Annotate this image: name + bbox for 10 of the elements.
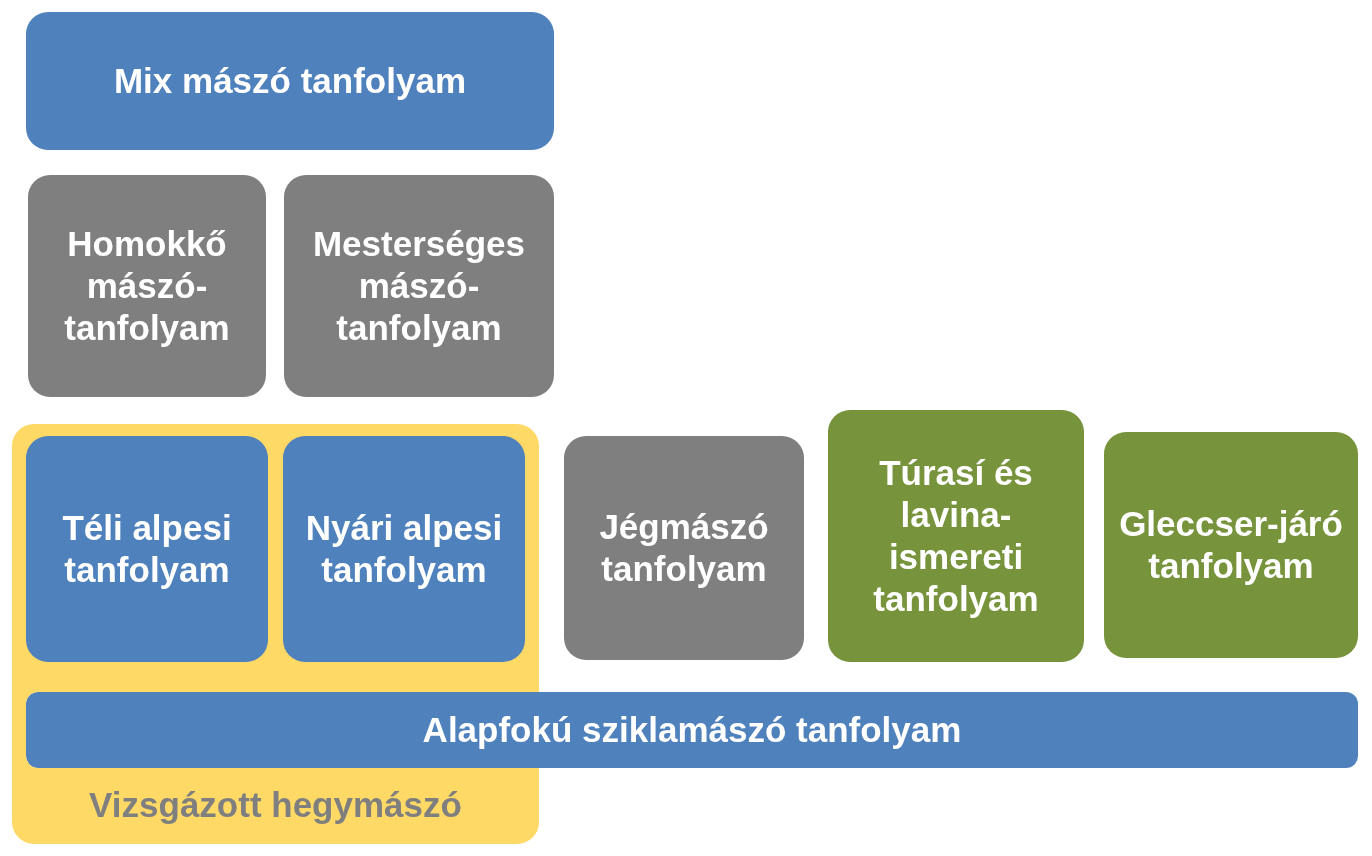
base-bar: Alapfokú sziklamászó tanfolyam (26, 692, 1358, 768)
course-box: Jégmászó tanfolyam (564, 436, 804, 660)
course-box: Homokkő mászó-tanfolyam (28, 175, 266, 397)
course-box: Mix mászó tanfolyam (26, 12, 554, 150)
course-box: Nyári alpesi tanfolyam (283, 436, 525, 662)
group-label: Vizsgázott hegymászó (88, 784, 463, 826)
course-box: Téli alpesi tanfolyam (26, 436, 268, 662)
course-box: Gleccser-járó tanfolyam (1104, 432, 1358, 658)
course-box: Mesterséges mászó-tanfolyam (284, 175, 554, 397)
course-box: Túrasí és lavina-ismereti tanfolyam (828, 410, 1084, 662)
